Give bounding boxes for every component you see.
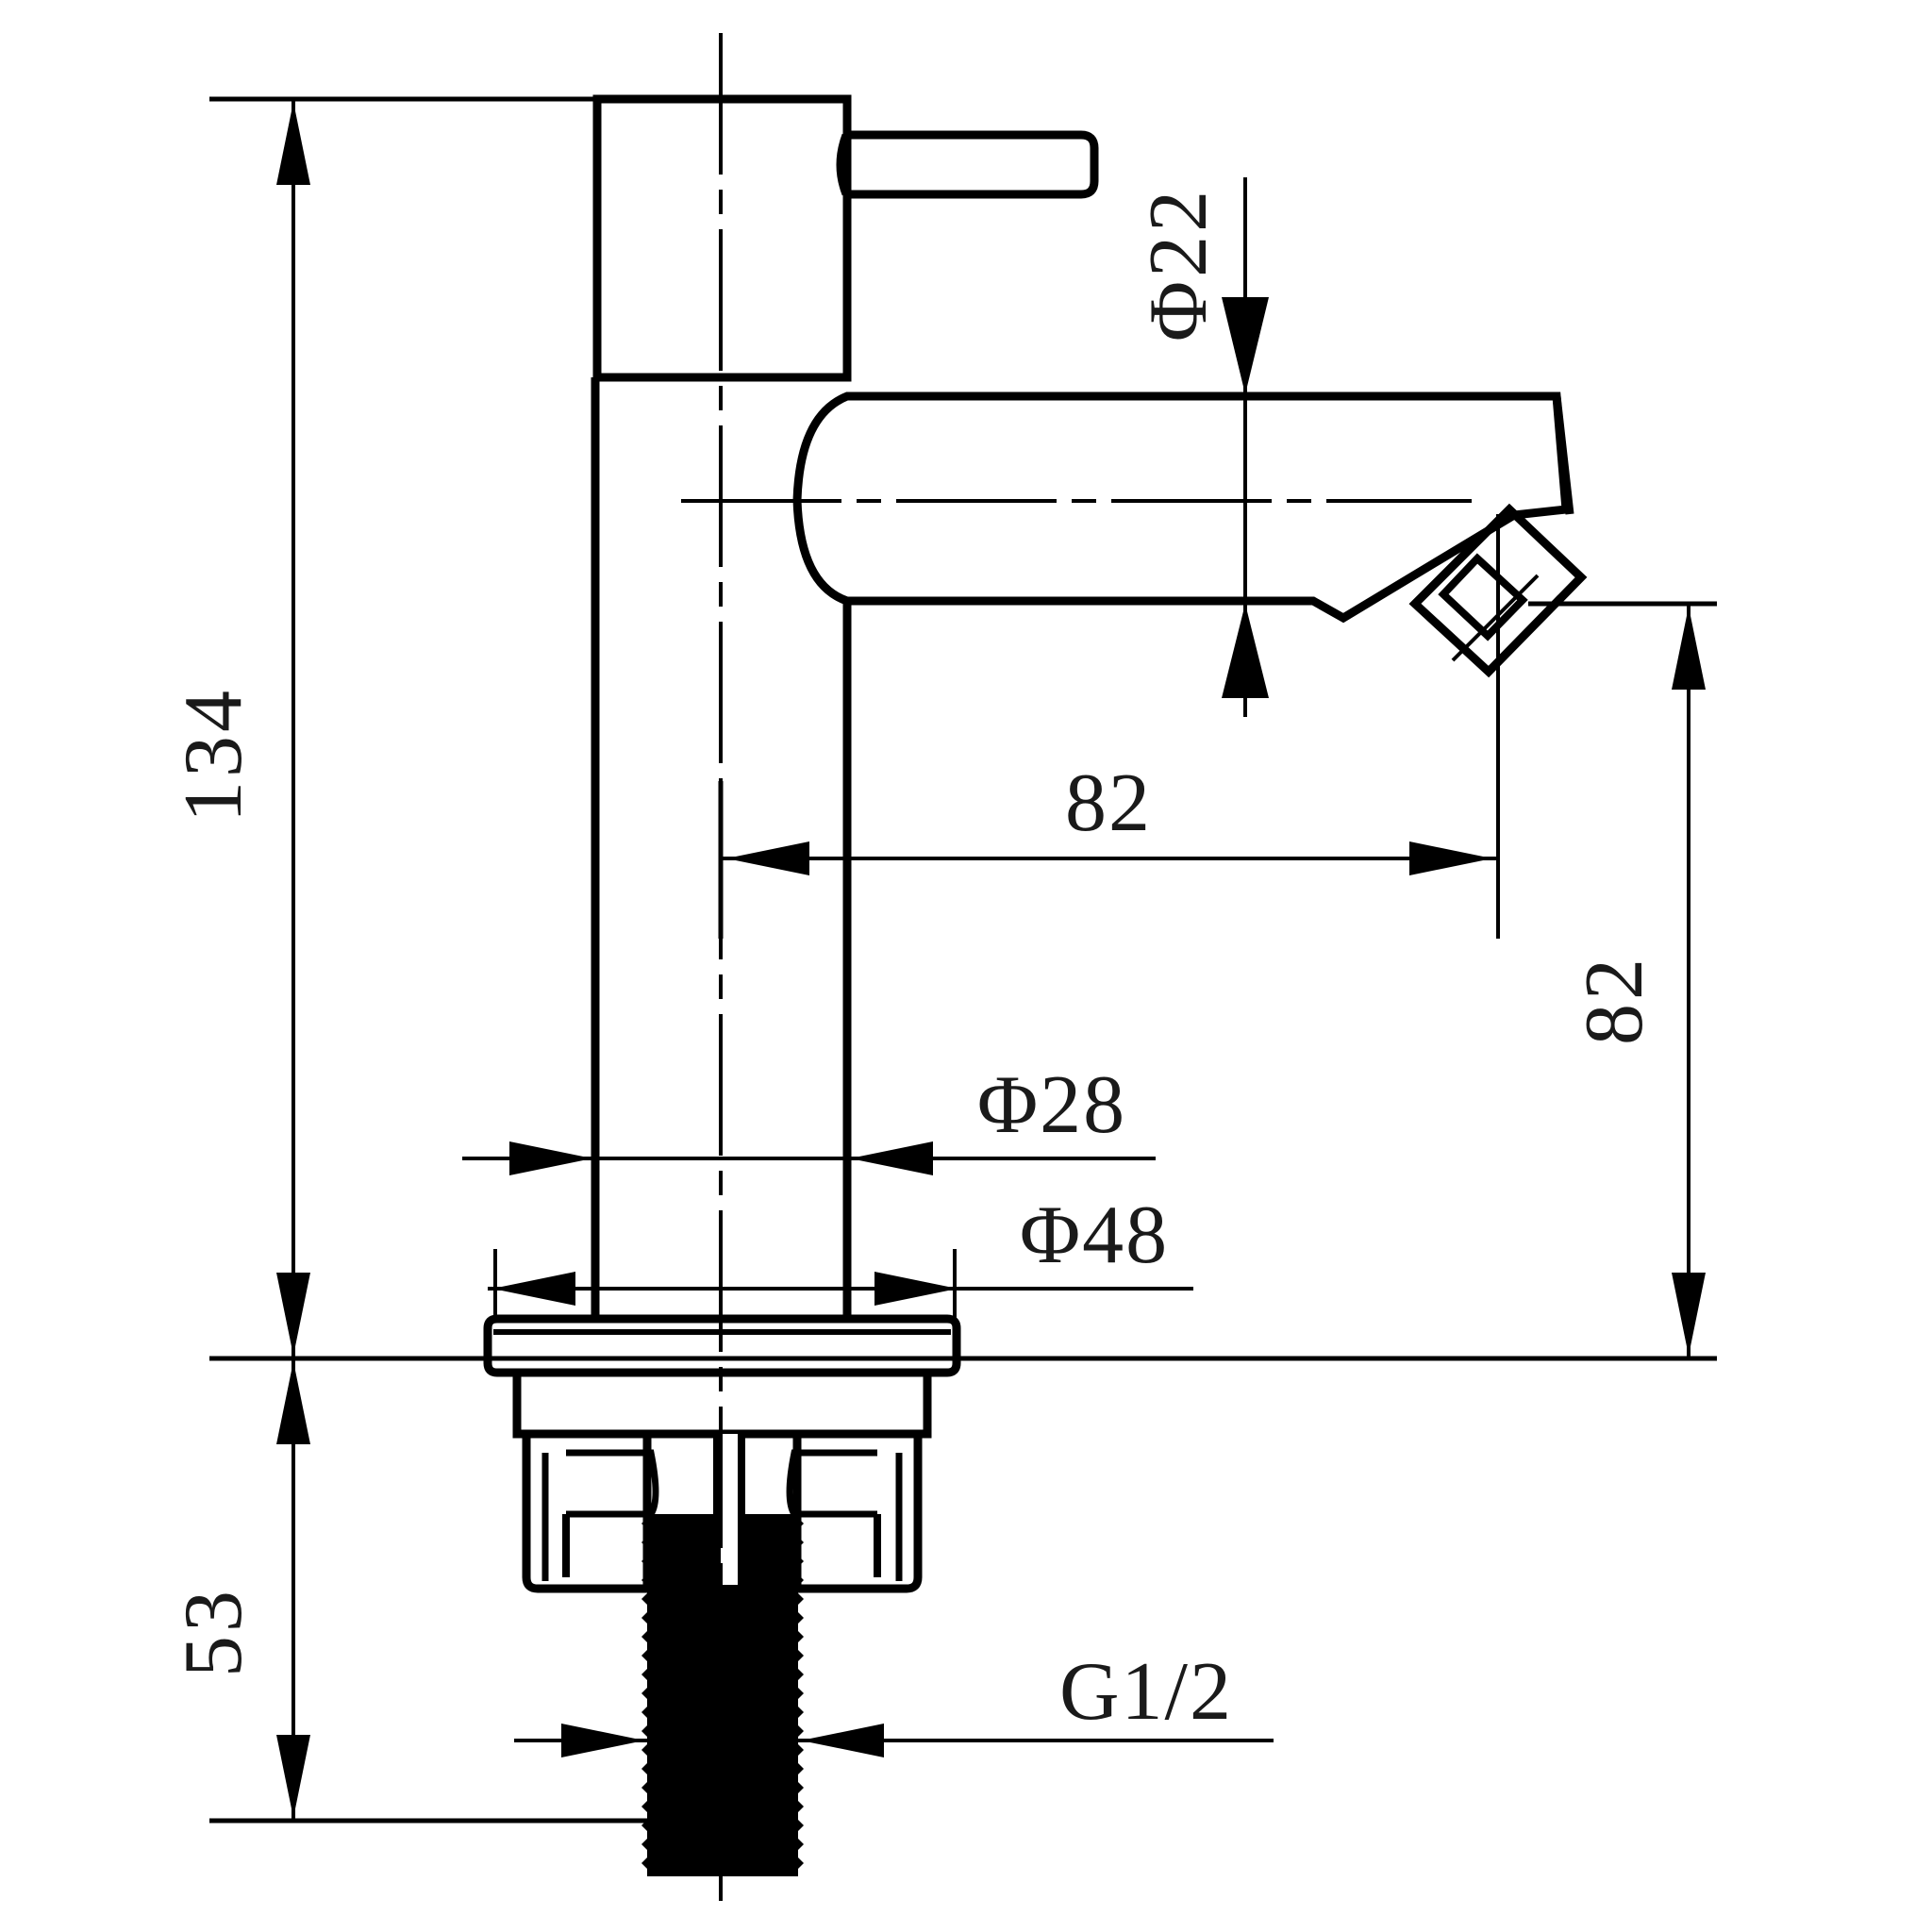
arrow-phi28-left [509, 1141, 592, 1175]
mounting-nut-right [792, 1434, 923, 1593]
nut-bore-right [791, 1514, 881, 1577]
spout-body [792, 391, 1571, 624]
nut-shoulder-left [541, 1449, 659, 1581]
aerator-insert [1438, 553, 1528, 641]
dim-label-phi28: Φ28 [977, 1059, 1126, 1151]
dim-label-g12: G1/2 [1059, 1646, 1233, 1738]
base-collar [512, 1368, 932, 1439]
arrow-82reach-left [726, 841, 809, 875]
dimension-lines [209, 96, 1717, 1824]
arrow-134-bottom [276, 1273, 310, 1356]
spout-bevel [1552, 395, 1574, 515]
nut-shoulder-right [786, 1449, 903, 1581]
arrow-phi48-right [874, 1272, 958, 1306]
arrow-phi22-lower [1222, 604, 1269, 698]
dim-label-134: 134 [168, 687, 259, 823]
dim-label-82-height: 82 [1569, 955, 1660, 1045]
dim-label-phi48: Φ48 [1020, 1190, 1169, 1281]
dimension-labels: 134 53 82 82 Φ22 Φ28 Φ48 G1/2 [168, 187, 1660, 1738]
arrow-phi48-left [492, 1272, 575, 1306]
handle-pivot-curve [836, 133, 849, 196]
cartridge-cap [592, 94, 852, 382]
dim-label-phi22: Φ22 [1133, 187, 1224, 341]
arrow-82reach-right [1409, 841, 1492, 875]
dim-label-53: 53 [168, 1587, 259, 1677]
dim-label-82-reach: 82 [1065, 758, 1152, 849]
aerator-outlet [1408, 503, 1588, 678]
arrow-phi28-right [850, 1141, 933, 1175]
aerator-leader [1451, 574, 1540, 662]
mounting-nut-left [522, 1434, 652, 1593]
arrow-134-top [276, 102, 310, 185]
nut-bore-left [562, 1514, 655, 1577]
handle-lever [847, 130, 1099, 199]
faucet-geometry [483, 94, 1588, 1593]
arrow-g12-right [801, 1724, 884, 1757]
arrow-phi22 [1222, 297, 1269, 394]
arrow-53-bottom [276, 1735, 310, 1818]
escutcheon-base [483, 1314, 961, 1377]
centrelines [209, 33, 1717, 1901]
arrow-g12-left [561, 1724, 644, 1757]
arrow-53-top [276, 1361, 310, 1444]
arrow-82height-bottom [1672, 1273, 1706, 1356]
dimension-arrowheads [276, 102, 1706, 1818]
arrow-82height-top [1672, 607, 1706, 690]
